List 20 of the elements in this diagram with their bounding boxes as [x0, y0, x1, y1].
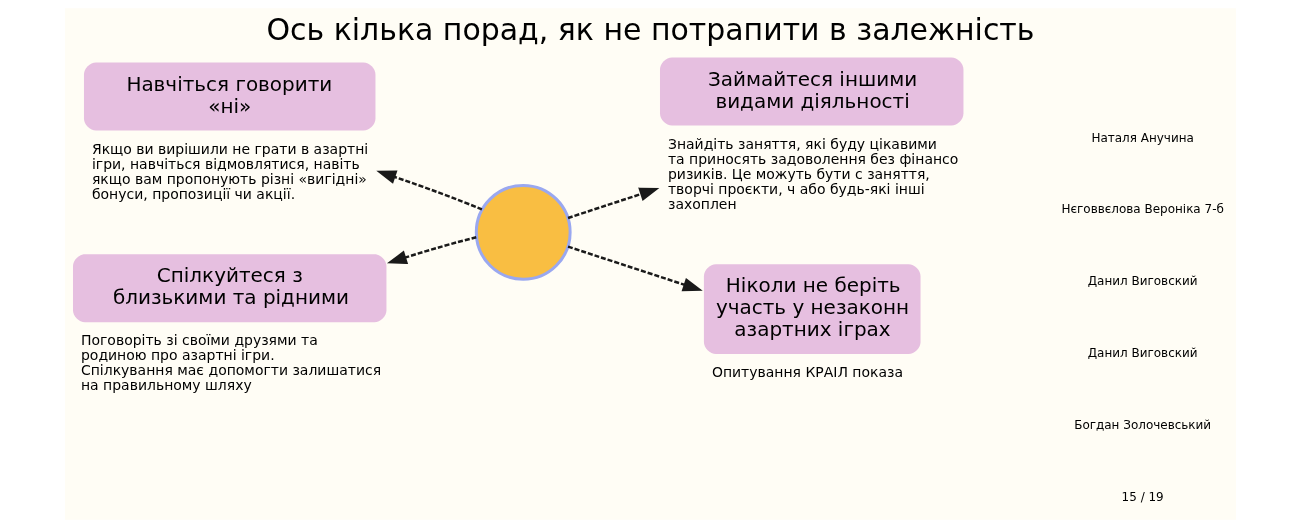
node-label: Поговоріть зі своїми друзями та родиною про азартні ігри. Спілкування має допомогти залишатися на правильному шляху — [80, 332, 382, 394]
label: Богдан Золочевський — [1074, 418, 1212, 433]
label: Данил Виговский — [1087, 346, 1198, 361]
label: 15 / 19 — [1121, 489, 1164, 504]
node-box: Навчіться говорити «ні» — [83, 62, 376, 131]
arrow — [386, 236, 477, 264]
node-label: Опитування КРАІЛ показа — [711, 364, 904, 381]
label: Данил Виговский — [1087, 274, 1198, 289]
node-box: Ніколи не беріть участь у незаконн азартних іграх — [703, 264, 921, 355]
node-box: Спілкуйтеся з близькими та рідними — [73, 254, 387, 323]
node-box: Займайтеся іншими видами діяльності — [660, 57, 964, 126]
label: Наталя Анучина — [1091, 130, 1194, 145]
arrow — [567, 187, 660, 220]
arrow — [567, 245, 703, 292]
arrow — [376, 170, 483, 211]
node-label: Якщо ви вирішили не грати в азартні ігри, навчіться відмовлятися, навіть якщо вам пропонують різні «вигідні» бонуси, пропозиції чи акції. — [91, 140, 369, 202]
diagram-title: Ось кілька порад, як не потрапити в залежність — [266, 12, 1035, 48]
node-circle — [474, 183, 572, 281]
node-label: Знайдіть заняття, які буду цікавими та приносять задоволення без фінансо ризиків. Це можуть бути с заняття, творчі проєкти, ч або будь-які інші захоплен — [667, 135, 959, 212]
label: Нєговвєлова Вероніка 7-б — [1061, 202, 1224, 217]
